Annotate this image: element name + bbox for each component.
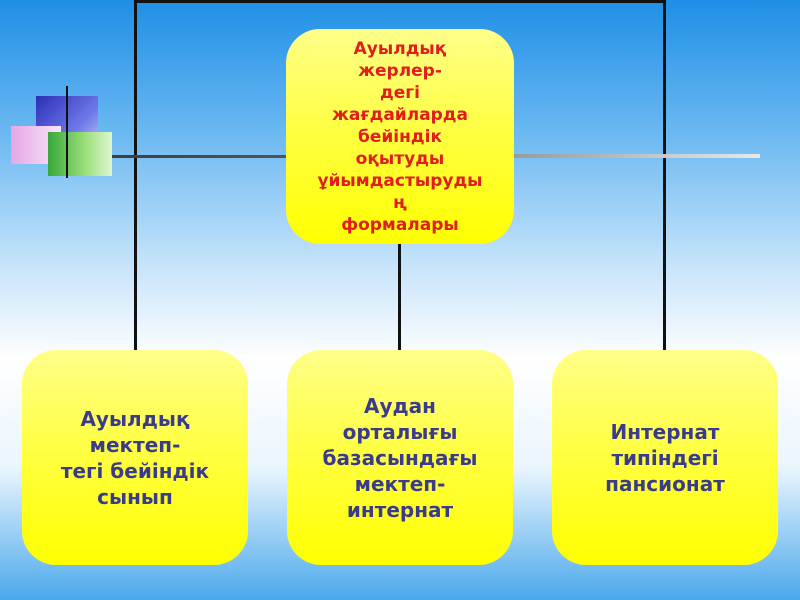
decorative-square-green (48, 132, 112, 176)
child-node-label: Аудан орталығы базасындағы мектеп- интер… (323, 393, 478, 523)
decorative-horizontal-rule-right (514, 154, 760, 158)
root-node: Ауылдық жерлер- дегі жағдайларда бейінді… (286, 29, 514, 244)
connector-right-vertical (663, 0, 666, 352)
root-node-label: Ауылдық жерлер- дегі жағдайларда бейінді… (317, 38, 482, 236)
child-node-rural-school: Ауылдық мектеп- тегі бейіндік сынып (22, 350, 248, 565)
connector-left-vertical (134, 0, 137, 352)
connector-middle-vertical (398, 240, 401, 352)
child-node-boarding-house: Интернат типіндегі пансионат (552, 350, 778, 565)
decorative-vertical-line (66, 86, 68, 178)
child-node-boarding-school: Аудан орталығы базасындағы мектеп- интер… (287, 350, 513, 565)
connector-top-horizontal (134, 0, 666, 3)
child-node-label: Ауылдық мектеп- тегі бейіндік сынып (61, 406, 209, 510)
child-node-label: Интернат типіндегі пансионат (605, 419, 725, 497)
